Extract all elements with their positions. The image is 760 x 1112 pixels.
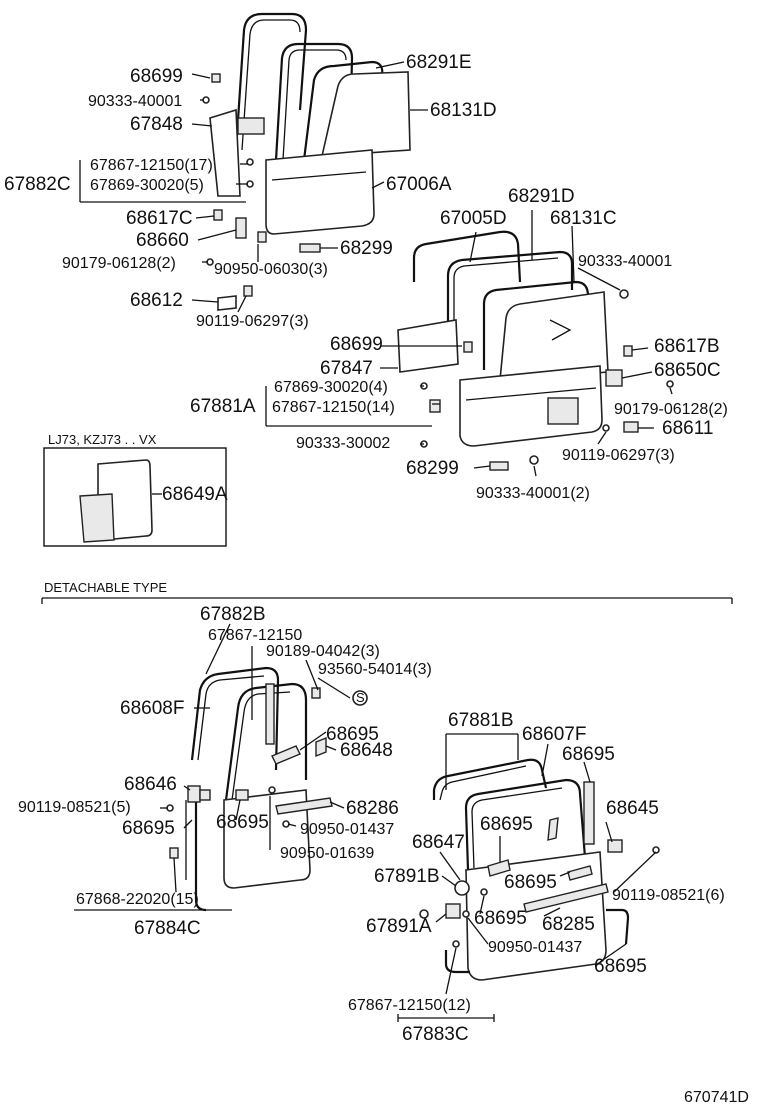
label-68291D: 68291D: [508, 186, 575, 207]
label-68695-f: 68695: [504, 872, 557, 893]
label-68612: 68612: [130, 290, 183, 311]
detachable-type-title: DETACHABLE TYPE: [44, 580, 167, 595]
label-68645: 68645: [606, 798, 659, 819]
label-90333-40001-2: 90333-40001(2): [476, 485, 590, 502]
label-68299-b: 68299: [406, 458, 459, 479]
label-90119-06297-3-b: 90119-06297(3): [562, 447, 675, 464]
front-door-assembly: [202, 12, 411, 311]
diagram-id: 670741D: [684, 1089, 749, 1106]
leaders-bottom-left: [74, 623, 351, 911]
label-90950-06030-3: 90950-06030(3): [214, 261, 328, 278]
inset-title: LJ73, KZJ73 . . VX: [48, 432, 157, 447]
label-90119-08521-5: 90119-08521(5): [18, 799, 131, 816]
label-67867-12150-17: 67867-12150(17): [90, 157, 213, 174]
label-68131D: 68131D: [430, 100, 497, 121]
label-67869-30020-4: 67869-30020(4): [274, 379, 388, 396]
label-68608F: 68608F: [120, 698, 184, 719]
label-67869-30020-5: 67869-30020(5): [90, 177, 204, 194]
label-67881B: 67881B: [448, 710, 514, 731]
label-68611: 68611: [662, 418, 713, 439]
label-67882B: 67882B: [200, 604, 266, 625]
label-68695-e: 68695: [480, 814, 533, 835]
label-68695-h: 68695: [594, 956, 647, 977]
label-68650C: 68650C: [654, 360, 721, 381]
label-68699-b: 68699: [330, 334, 383, 355]
label-67882C: 67882C: [4, 174, 71, 195]
label-68660: 68660: [136, 230, 189, 251]
label-67005D: 67005D: [440, 208, 507, 229]
label-67883C: 67883C: [402, 1024, 469, 1045]
detachable-separator: [41, 597, 733, 604]
label-67848: 67848: [130, 114, 183, 135]
label-90119-06297-3: 90119-06297(3): [196, 313, 309, 330]
label-90119-08521-6: 90119-08521(6): [612, 887, 725, 904]
label-68695-g: 68695: [474, 908, 527, 929]
label-90333-30002: 90333-30002: [296, 435, 390, 452]
leaders-bottom-right: [397, 733, 657, 1022]
label-90950-01437-b: 90950-01437: [488, 939, 582, 956]
inset-box: [43, 447, 227, 547]
label-93560-54014-3: 93560-54014(3): [318, 661, 432, 678]
label-90333-40001: 90333-40001: [88, 93, 182, 110]
label-67867-12150-14: 67867-12150(14): [272, 399, 395, 416]
label-67847: 67847: [320, 358, 373, 379]
label-68695-a: 68695: [326, 724, 379, 745]
label-68647: 68647: [412, 832, 465, 853]
label-68648: 68648: [340, 740, 393, 761]
leaders-top-right: [265, 210, 673, 477]
svg-text:S: S: [356, 690, 365, 705]
label-67891B: 67891B: [374, 866, 440, 887]
detachable-left-assembly: S: [166, 666, 368, 912]
label-68695-d: 68695: [562, 744, 615, 765]
label-90179-06128-2: 90179-06128(2): [62, 255, 176, 272]
label-67881A: 67881A: [190, 396, 256, 417]
label-68649A: 68649A: [162, 484, 228, 505]
label-67867-12150-12: 67867-12150(12): [348, 997, 471, 1014]
label-68617C: 68617C: [126, 208, 193, 229]
label-68299: 68299: [340, 238, 393, 259]
part-labels: 68699 90333-40001 67848 68291E 68131D 67…: [4, 52, 749, 1106]
label-68291E: 68291E: [406, 52, 472, 73]
label-90189-04042-3: 90189-04042(3): [266, 643, 380, 660]
label-90179-06128-2-b: 90179-06128(2): [614, 401, 728, 418]
label-68646: 68646: [124, 774, 177, 795]
leaders-top-left: [79, 61, 428, 313]
label-67867-12150: 67867-12150: [208, 627, 302, 644]
label-68699: 68699: [130, 66, 183, 87]
label-68286: 68286: [346, 798, 399, 819]
label-67884C: 67884C: [134, 918, 201, 939]
label-68131C: 68131C: [550, 208, 617, 229]
label-68285: 68285: [542, 914, 595, 935]
label-68607F: 68607F: [522, 724, 586, 745]
detachable-right-assembly: [419, 758, 660, 981]
label-68695-c: 68695: [216, 812, 269, 833]
label-90333-40001-b: 90333-40001: [578, 253, 672, 270]
label-90950-01437: 90950-01437: [300, 821, 394, 838]
label-68617B: 68617B: [654, 336, 720, 357]
label-67868-22020-15: 67868-22020(15): [76, 891, 199, 908]
label-68695-b: 68695: [122, 818, 175, 839]
label-90950-01639: 90950-01639: [280, 845, 374, 862]
label-67891A: 67891A: [366, 916, 432, 937]
label-67006A: 67006A: [386, 174, 452, 195]
